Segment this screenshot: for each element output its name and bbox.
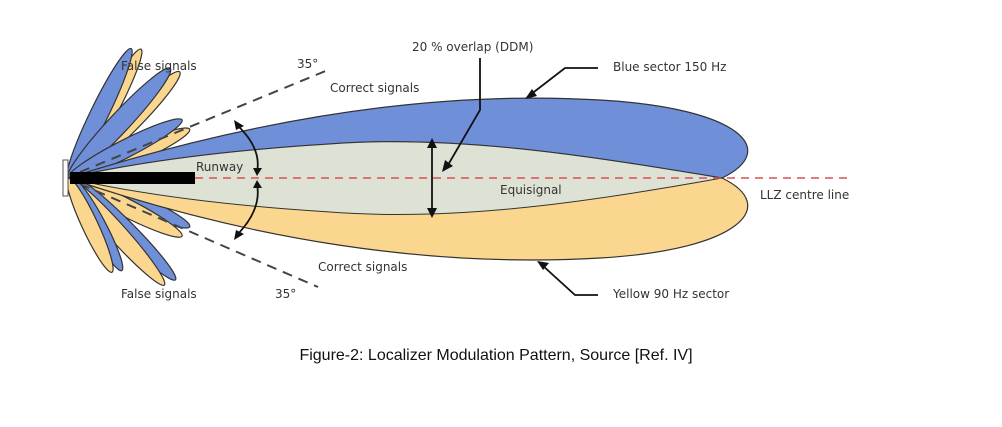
arrow-head-icon [525,89,537,99]
label-centre-line: LLZ centre line [760,188,849,202]
label-false-signals-bottom: False signals [121,287,197,301]
label-angle-top: 35° [297,57,318,71]
coverage-limit-bottom [79,183,319,288]
blue-sector-leader [529,67,598,96]
angle-arc-bottom [235,183,259,237]
arrow-head-icon [234,230,244,240]
label-false-signals-top: False signals [121,59,197,73]
antenna-array [62,159,69,197]
figure-caption: Figure-2: Localizer Modulation Pattern, … [299,347,692,364]
runway-bar [70,172,195,184]
arrow-head-icon [442,160,453,172]
label-yellow-sector: Yellow 90 Hz sector [612,287,729,301]
coverage-limit-top [79,69,329,173]
label-overlap: 20 % overlap (DDM) [412,40,533,54]
label-correct-signals-bottom: Correct signals [318,260,407,274]
arrow-head-icon [253,168,262,176]
label-correct-signals-top: Correct signals [330,81,419,95]
label-equisignal: Equisignal [500,183,562,197]
label-runway: Runway [196,160,243,174]
label-blue-sector: Blue sector 150 Hz [613,60,726,74]
arrow-head-icon [427,208,437,218]
arrow-head-icon [537,261,549,270]
arrow-head-icon [253,180,262,188]
arrow-head-icon [427,138,437,148]
label-angle-bottom: 35° [275,287,296,301]
overlap-leader [447,58,481,166]
angle-arc-top [235,123,259,173]
arrow-head-icon [234,120,244,130]
yellow-sector-leader [541,264,598,296]
